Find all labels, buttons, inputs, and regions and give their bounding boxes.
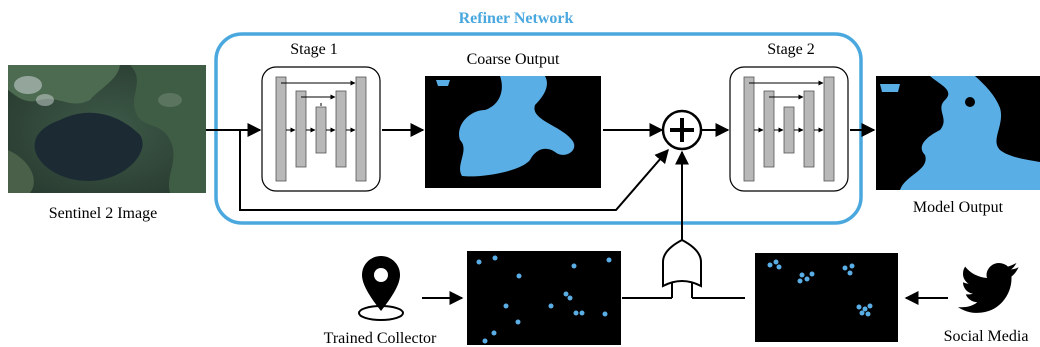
plus-operator-icon [661, 109, 703, 151]
stage2-label: Stage 2 [767, 41, 815, 58]
refiner-network-box [214, 32, 863, 225]
trained-collector-label: Trained Collector [324, 330, 437, 347]
social-media-points-image [755, 253, 898, 342]
social-media-label: Social Media [944, 328, 1029, 345]
stage1-unet [261, 66, 381, 192]
model-output-label: Model Output [913, 199, 1004, 216]
refiner-network-title: Refiner Network [459, 10, 574, 27]
coarse-output-image [425, 76, 601, 188]
coarse-output-label: Coarse Output [467, 51, 560, 68]
skip-connection-arrow [239, 130, 669, 211]
sentinel-2-image [8, 65, 206, 193]
model-output-image [876, 76, 1040, 190]
input-label: Sentinel 2 Image [49, 205, 157, 222]
location-pin-icon [358, 256, 404, 321]
stage1-label: Stage 1 [290, 41, 338, 58]
collector-points-image [467, 251, 621, 345]
twitter-icon [958, 263, 1019, 313]
or-gate-icon [662, 238, 702, 298]
stage2-unet [729, 66, 849, 192]
